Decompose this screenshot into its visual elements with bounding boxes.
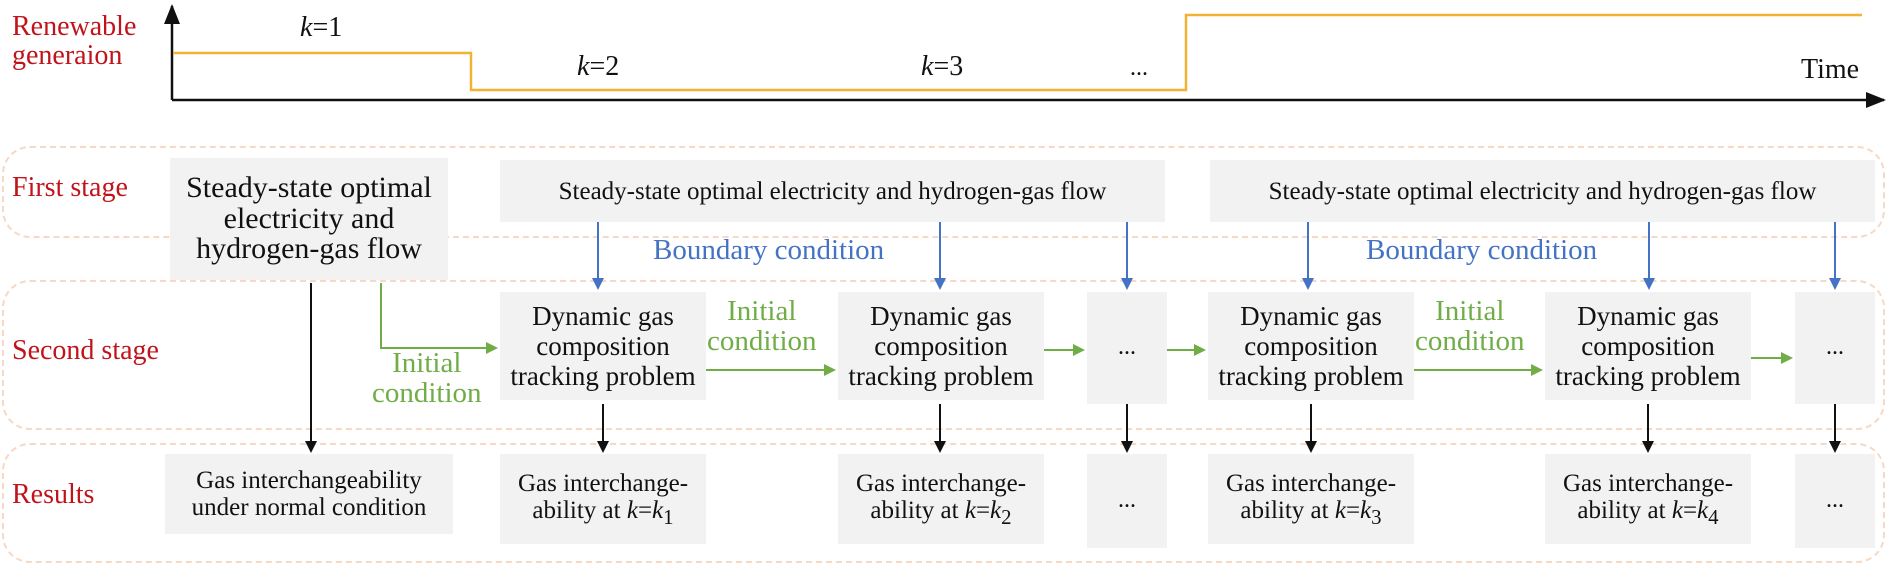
- renewable-step-line: [173, 13, 1862, 92]
- ellipsis-box-results-1: ...: [1087, 454, 1167, 548]
- segment-label-k1: k=1: [300, 12, 343, 43]
- boundary-condition-label-1: Boundary condition: [653, 234, 885, 266]
- segment-label-k2: k=2: [577, 51, 620, 82]
- steady-state-group-box-2: Steady-state optimal electricity and hyd…: [1210, 160, 1875, 222]
- ellipsis-box-results-2: ...: [1795, 454, 1875, 548]
- segment-label-k3: k=3: [921, 51, 964, 82]
- result-box-k1: Gas interchange-ability at k=k1: [500, 454, 706, 544]
- second-stage-label: Second stage: [12, 335, 159, 366]
- ellipsis-box-second-1: ...: [1087, 292, 1167, 404]
- results-label: Results: [12, 479, 95, 510]
- ellipsis-box-second-2: ...: [1795, 292, 1875, 404]
- time-axis-label: Time: [1801, 54, 1860, 85]
- segment-ellipsis: ...: [1130, 55, 1148, 81]
- first-stage-band: [2, 146, 1885, 238]
- result-box-k3: Gas interchange-ability at k=k3: [1208, 454, 1414, 544]
- result-box-k2: Gas interchange-ability at k=k2: [838, 454, 1044, 544]
- boundary-condition-label-2: Boundary condition: [1366, 234, 1598, 266]
- result-box-k4: Gas interchange-ability at k=k4: [1545, 454, 1751, 544]
- initial-arrow: [380, 283, 498, 354]
- first-stage-label: First stage: [12, 172, 128, 203]
- steady-state-group-box-1: Steady-state optimal electricity and hyd…: [500, 160, 1165, 222]
